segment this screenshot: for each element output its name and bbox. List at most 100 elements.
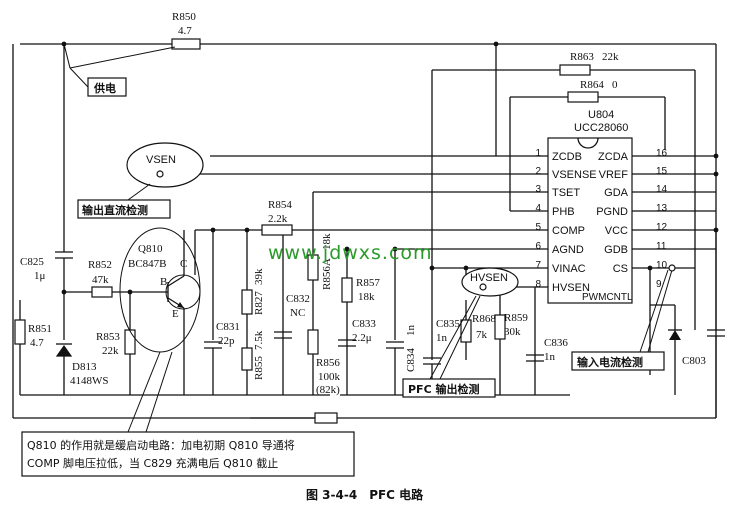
c832-symbol	[274, 331, 292, 339]
callout-shapes	[21, 43, 676, 477]
c832-ref: C832	[286, 293, 310, 305]
c831-symbol	[204, 341, 222, 395]
r852-value: 47k	[92, 274, 109, 286]
figure-caption: 图 3-4-4 PFC 电路	[306, 487, 424, 502]
ic-pin-num-2: 2	[535, 166, 541, 177]
r868-value: 7k	[476, 329, 488, 341]
q810-note-line2: COMP 脚电压拉低，当 C829 充满电后 Q810 截止	[27, 456, 278, 470]
r856a-symbol	[307, 254, 319, 281]
hvsen-bubble-text: HVSEN	[470, 272, 508, 284]
pfc-note-text: PFC 输出检测	[408, 382, 479, 396]
ic-pin-num-7: 7	[535, 260, 541, 271]
r850-value: 4.7	[178, 25, 192, 37]
q810-pin-c: C	[180, 258, 187, 270]
r863-ref: R863	[570, 51, 594, 63]
ic-pin-num-15: 15	[656, 166, 668, 177]
r864-value: 0	[612, 79, 618, 91]
d813-value: 4148WS	[70, 375, 109, 387]
current-note-text: 输入电流检测	[577, 355, 643, 369]
ic-pin-num-1: 1	[535, 148, 541, 159]
r853-ref: R853	[96, 331, 120, 343]
d813-symbol	[55, 343, 73, 395]
u804-ic	[547, 137, 633, 304]
ic-labels: U804 UCC28060 PWMCNTL	[574, 109, 633, 303]
r857-value: 18k	[358, 291, 375, 303]
watermark: www.jdwxs.com	[268, 242, 433, 264]
ic-pin-num-3: 3	[535, 184, 541, 195]
cs-diode-symbol	[650, 304, 682, 395]
ic-pin-num-6: 6	[535, 241, 541, 252]
c803-symbol	[707, 329, 725, 418]
c831-value: 22p	[218, 335, 235, 347]
wiring	[12, 43, 717, 419]
vsen-bubble-text: VSEN	[146, 154, 176, 166]
c836-ref: C836	[544, 337, 568, 349]
r852-ref: R852	[88, 259, 112, 271]
q810-ref: Q810	[138, 243, 163, 255]
ic-pin-num-8: 8	[535, 279, 541, 290]
ic-part: UCC28060	[574, 122, 628, 134]
r850-ref: R850	[172, 11, 196, 23]
r827-value: 39k	[253, 268, 265, 285]
r856-symbol	[307, 329, 319, 355]
c833-ref: C833	[352, 318, 376, 330]
q810-note-line1: Q810 的作用就是缓启动电路：加电初期 Q810 导通将	[27, 438, 295, 452]
ic-footer: PWMCNTL	[582, 292, 633, 303]
ic-pin-name-13: PGND	[596, 206, 628, 218]
ic-pin-name-4: PHB	[552, 206, 575, 218]
ic-pin-num-10: 10	[656, 260, 668, 271]
ic-pin-name-14: GDA	[604, 187, 629, 199]
ic-pin-name-2: VSENSE	[552, 169, 597, 181]
ic-pin-num-9: 9	[656, 279, 662, 290]
r856-value: 100k	[318, 371, 341, 383]
r864-ref: R864	[580, 79, 604, 91]
c834-value: 1n	[405, 325, 417, 337]
ic-pin-name-1: ZCDB	[552, 151, 582, 163]
ic-pin-num-13: 13	[656, 203, 668, 214]
r855-ref: R855	[253, 356, 265, 380]
r851-symbol	[14, 319, 26, 345]
r852-symbol	[91, 286, 113, 298]
r853-value: 22k	[102, 345, 119, 357]
d813-ref: D813	[72, 361, 97, 373]
q810-pin-b: B	[160, 276, 167, 288]
hvsen-bubble	[461, 267, 519, 297]
r859-symbol	[494, 314, 506, 340]
r856-alt-value: (82k)	[316, 384, 340, 396]
r854-ref: R854	[268, 199, 292, 211]
r851-ref: R851	[28, 323, 52, 335]
ic-pin-name-10: CS	[613, 263, 628, 275]
ic-ref: U804	[588, 109, 614, 121]
vsen-note-box	[77, 199, 171, 219]
r827-ref: R827	[253, 291, 265, 315]
c834-ref: C834	[405, 348, 417, 372]
c825-ref: C825	[20, 256, 44, 268]
r864-symbol	[567, 91, 599, 103]
c836-symbol	[526, 354, 544, 362]
r857-symbol	[341, 277, 353, 303]
q810-pin-e: E	[172, 308, 179, 320]
vsen-note-text: 输出直流检测	[82, 203, 148, 217]
ic-pin-num-5: 5	[535, 222, 541, 233]
ic-pin-name-3: TSET	[552, 187, 580, 199]
c825-value: 1μ	[34, 270, 46, 282]
r827-symbol	[241, 289, 253, 315]
c833-symbol	[338, 339, 356, 347]
r853-symbol	[124, 329, 136, 355]
resistor-symbols	[14, 38, 599, 424]
ic-pin-name-16: ZCDA	[598, 151, 629, 163]
r856-ref: R856	[316, 357, 340, 369]
ic-pin-num-12: 12	[656, 222, 668, 233]
component-labels: R850 4.7 R863 22k R864 0 R854 2.2k C825 …	[20, 11, 706, 396]
q810-note-box	[21, 431, 355, 477]
r857-ref: R857	[356, 277, 380, 289]
ic-pin-num-4: 4	[535, 203, 541, 214]
r854-symbol	[261, 224, 293, 236]
r868-symbol	[460, 319, 472, 343]
r859-ref: R859	[504, 312, 528, 324]
r859-value: 30k	[504, 326, 521, 338]
c832-value: NC	[290, 307, 305, 319]
c833-value: 2.2μ	[352, 332, 372, 344]
q810-symbol	[119, 227, 201, 353]
